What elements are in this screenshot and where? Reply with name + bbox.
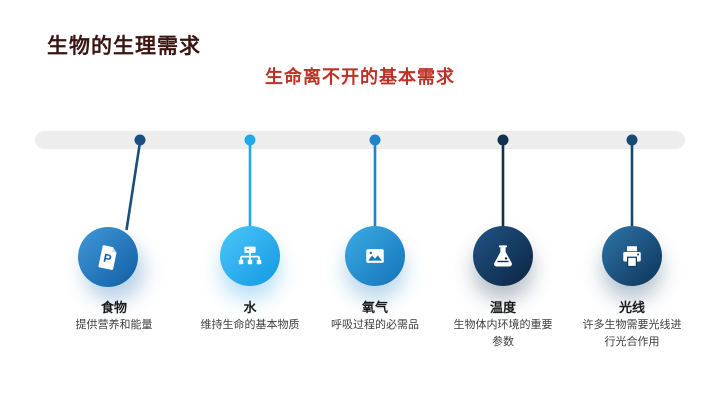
- need-name: 温度: [489, 300, 516, 315]
- oxygen-icon-circle: [345, 226, 405, 286]
- need-item-light: 光线 许多生物需要光线进行光合作用: [567, 0, 697, 380]
- need-name: 光线: [618, 300, 645, 315]
- need-item-temperature: 温度 生物体内环境的重要参数: [438, 0, 568, 380]
- need-description: 维持生命的基本物质: [200, 319, 300, 331]
- light-icon-circle: [602, 226, 662, 286]
- slide-subtitle: 生命离不开的基本需求: [265, 67, 455, 87]
- page-title: 生物的生理需求: [47, 35, 201, 58]
- svg-text:P: P: [102, 251, 113, 266]
- need-description: 提供营养和能量: [75, 319, 153, 331]
- need-item-food: P 食物 提供营养和能量: [49, 0, 179, 380]
- need-description: 许多生物需要光线进行光合作用: [582, 319, 682, 349]
- need-item-oxygen: 氧气 呼吸过程的必需品: [310, 0, 440, 380]
- need-item-water: 水 维持生命的基本物质: [185, 0, 315, 380]
- need-name: 水: [243, 300, 257, 315]
- need-description: 呼吸过程的必需品: [331, 319, 419, 331]
- printer-icon: [623, 246, 641, 268]
- timeline-bar: [35, 131, 685, 149]
- document-icon: P: [98, 245, 117, 270]
- sitemap-icon: [238, 246, 262, 265]
- water-icon-circle: [220, 226, 280, 286]
- flask-icon: [494, 245, 512, 267]
- food-icon-circle: P: [78, 227, 138, 287]
- image-icon: [366, 249, 384, 263]
- need-name: 食物: [100, 300, 127, 315]
- temperature-icon-circle: [473, 226, 533, 286]
- need-name: 氧气: [361, 300, 388, 315]
- need-description: 生物体内环境的重要参数: [453, 319, 553, 349]
